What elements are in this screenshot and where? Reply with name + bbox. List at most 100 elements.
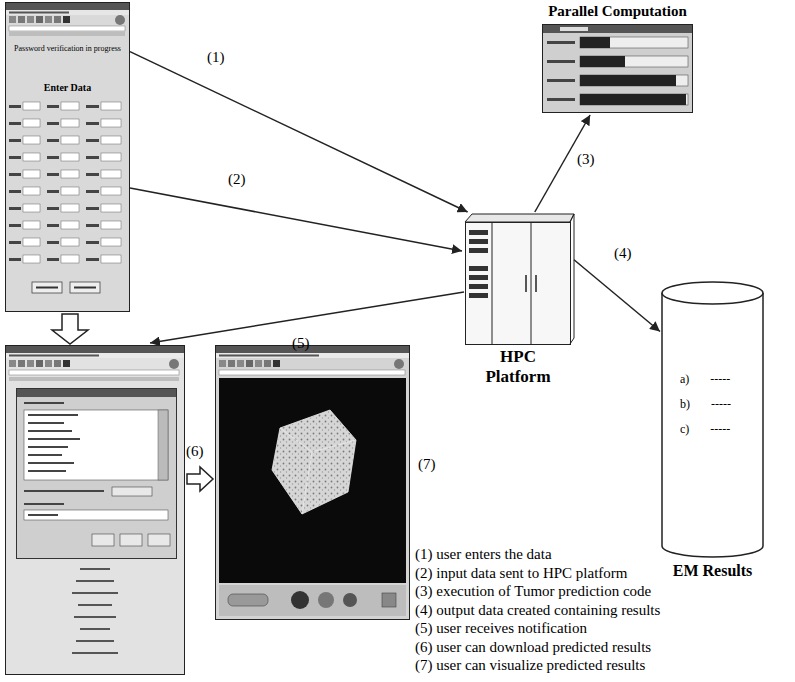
- download-screenshot: [24, 510, 168, 520]
- form-screenshot: [115, 15, 125, 25]
- parallel-computation-window: Parallel Computation: [535, 3, 702, 115]
- flow-arrow: [130, 52, 468, 212]
- result-row: b) -----: [680, 398, 760, 412]
- form-heading: Password verification in progress: [9, 44, 126, 53]
- cylinder-outline: [660, 280, 765, 560]
- platform-label: HPC Platform: [473, 347, 563, 386]
- results-database: a) -----b) -----c) -----EM Results: [660, 280, 767, 583]
- download-screenshot: [74, 616, 116, 618]
- download-screenshot: [9, 377, 179, 381]
- visualization-screenshot: [394, 359, 404, 369]
- step-number: (3): [575, 150, 597, 168]
- input-form-window: Password verification in progressEnter D…: [5, 2, 130, 312]
- download-screenshot: [9, 360, 70, 367]
- form-screenshot: [6, 10, 129, 15]
- visualization-screenshot: [219, 585, 406, 616]
- server-cabinet: [469, 293, 488, 298]
- callout-number: (6): [186, 442, 204, 460]
- download-screenshot: [28, 454, 62, 456]
- server-cabinet: [469, 239, 488, 244]
- download-screenshot: [158, 410, 168, 480]
- server-cabinet: [465, 214, 574, 222]
- progress-window: [580, 94, 686, 105]
- download-screenshot: [28, 430, 72, 432]
- download-screenshot: [112, 487, 152, 496]
- server-cabinet: [469, 248, 488, 253]
- hpc-platform: HPC Platform: [462, 212, 574, 389]
- visualization-screenshot: [219, 370, 405, 375]
- database-label: EM Results: [660, 562, 765, 580]
- visualization-screenshot: [382, 593, 396, 607]
- form-screenshot: [9, 119, 121, 127]
- legend-line: (7) user can visualize predicted results: [415, 656, 645, 674]
- progress-window: [580, 56, 688, 67]
- download-screenshot: [72, 592, 118, 594]
- visualization-screenshot: [228, 594, 268, 606]
- progress-window: [543, 25, 693, 113]
- visualization-screenshot: [343, 593, 357, 607]
- download-screenshot: [169, 359, 179, 369]
- legend-line: (6) user can download predicted results: [415, 638, 651, 656]
- visualization-screenshot: [216, 346, 410, 620]
- download-screenshot: [6, 353, 184, 358]
- server-cabinet: [465, 214, 574, 345]
- visualization-screenshot: [291, 591, 309, 609]
- progress-window: [547, 60, 575, 63]
- visualization-screenshot: [272, 410, 356, 514]
- download-screenshot: [120, 534, 142, 546]
- form-screenshot: [9, 153, 121, 161]
- download-screenshot: [72, 652, 118, 654]
- progress-window: [543, 25, 692, 33]
- visualization-screenshot: [318, 592, 334, 608]
- server-cabinet: [492, 222, 493, 344]
- form-screenshot: [9, 102, 121, 110]
- progress-window: [580, 56, 625, 67]
- result-row: a) -----: [680, 373, 760, 387]
- form-screenshot: [9, 170, 121, 178]
- form-screenshot: [9, 187, 121, 195]
- step-number: (1): [205, 48, 227, 66]
- cylinder-outline: [662, 282, 763, 304]
- callout-number: (5): [292, 334, 310, 352]
- download-screenshot: [17, 389, 177, 559]
- step-number: (2): [226, 170, 248, 188]
- download-screenshot: [92, 534, 114, 546]
- form-screenshot: [6, 3, 130, 312]
- server-cabinet: [469, 275, 488, 280]
- download-screenshot: [78, 604, 112, 606]
- download-screenshot: [28, 446, 68, 448]
- form-screenshot: [6, 3, 130, 312]
- download-screenshot: [24, 503, 64, 505]
- download-screenshot: [80, 568, 110, 570]
- form-subheading: Enter Data: [9, 82, 126, 94]
- step-number: (4): [612, 244, 634, 262]
- download-screenshot: [17, 389, 176, 397]
- form-screenshot: [9, 16, 70, 23]
- download-screenshot: [24, 490, 104, 492]
- form-screenshot: [32, 282, 62, 293]
- form-screenshot: [9, 238, 121, 246]
- form-screenshot: [6, 3, 129, 10]
- download-screenshot: [28, 470, 66, 472]
- form-screenshot: [36, 287, 58, 289]
- progress-window: [580, 75, 676, 86]
- visualization-screenshot: [219, 378, 406, 583]
- flow-arrow: [130, 188, 462, 251]
- download-screenshot: [24, 402, 64, 404]
- callout-number: (7): [418, 455, 436, 473]
- form-screenshot: [9, 136, 121, 144]
- download-screenshot: [9, 355, 99, 357]
- visualization-screenshot: [302, 452, 312, 514]
- visualization-screenshot: [216, 346, 409, 353]
- legend-line: (5) user receives notification: [415, 619, 587, 637]
- right-hollow-arrow: [187, 467, 213, 491]
- visualization-screenshot: [219, 355, 319, 357]
- progress-window: [547, 98, 575, 101]
- visualization-screenshot: [216, 346, 410, 620]
- download-screenshot: [28, 414, 78, 416]
- progress-window: [547, 79, 575, 82]
- form-screenshot: [9, 204, 121, 212]
- visualization-screenshot: [216, 353, 409, 358]
